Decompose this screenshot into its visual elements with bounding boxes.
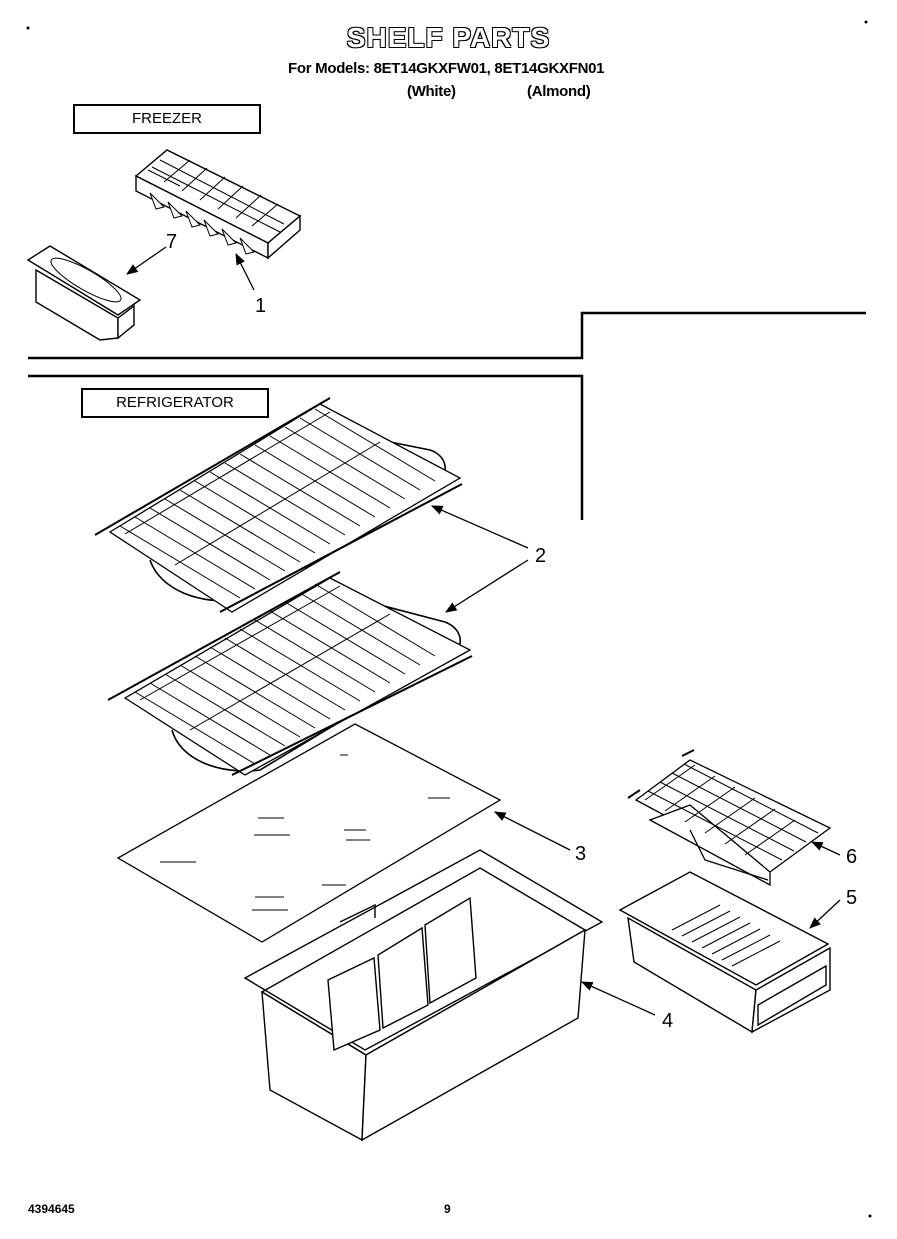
callout-5: 5 [846,887,858,909]
section-divider-lines [28,311,866,520]
crisper-shelf-part [627,749,832,887]
freezer-bin-part [26,245,142,341]
glass-shelf-part [116,723,502,943]
variant-almond-label: (Almond) [527,83,591,100]
large-crisper-part [243,849,604,1142]
refrigerator-section-label: REFRIGERATOR [81,388,269,418]
callout-4: 4 [662,1010,674,1032]
part-number: 4394645 [28,1202,75,1216]
ice-tray-part [134,149,302,260]
small-crisper-part [618,871,831,1034]
freezer-section-label: FREEZER [73,104,261,134]
models-line: For Models: 8ET14GKXFW01, 8ET14GKXFN01 [288,60,605,77]
page-number: 9 [444,1202,451,1216]
callout-3: 3 [575,843,587,865]
registration-marks [26,20,872,1218]
callout-2: 2 [535,545,547,567]
lower-wire-shelf-part [107,571,473,776]
page-title: SHELF PARTS [346,22,551,53]
variant-white-label: (White) [407,83,456,100]
callout-6: 6 [846,846,858,868]
callout-7: 7 [166,231,178,253]
leader-arrows [126,246,841,1016]
callout-1: 1 [255,295,267,317]
upper-wire-shelf-part [94,397,463,613]
